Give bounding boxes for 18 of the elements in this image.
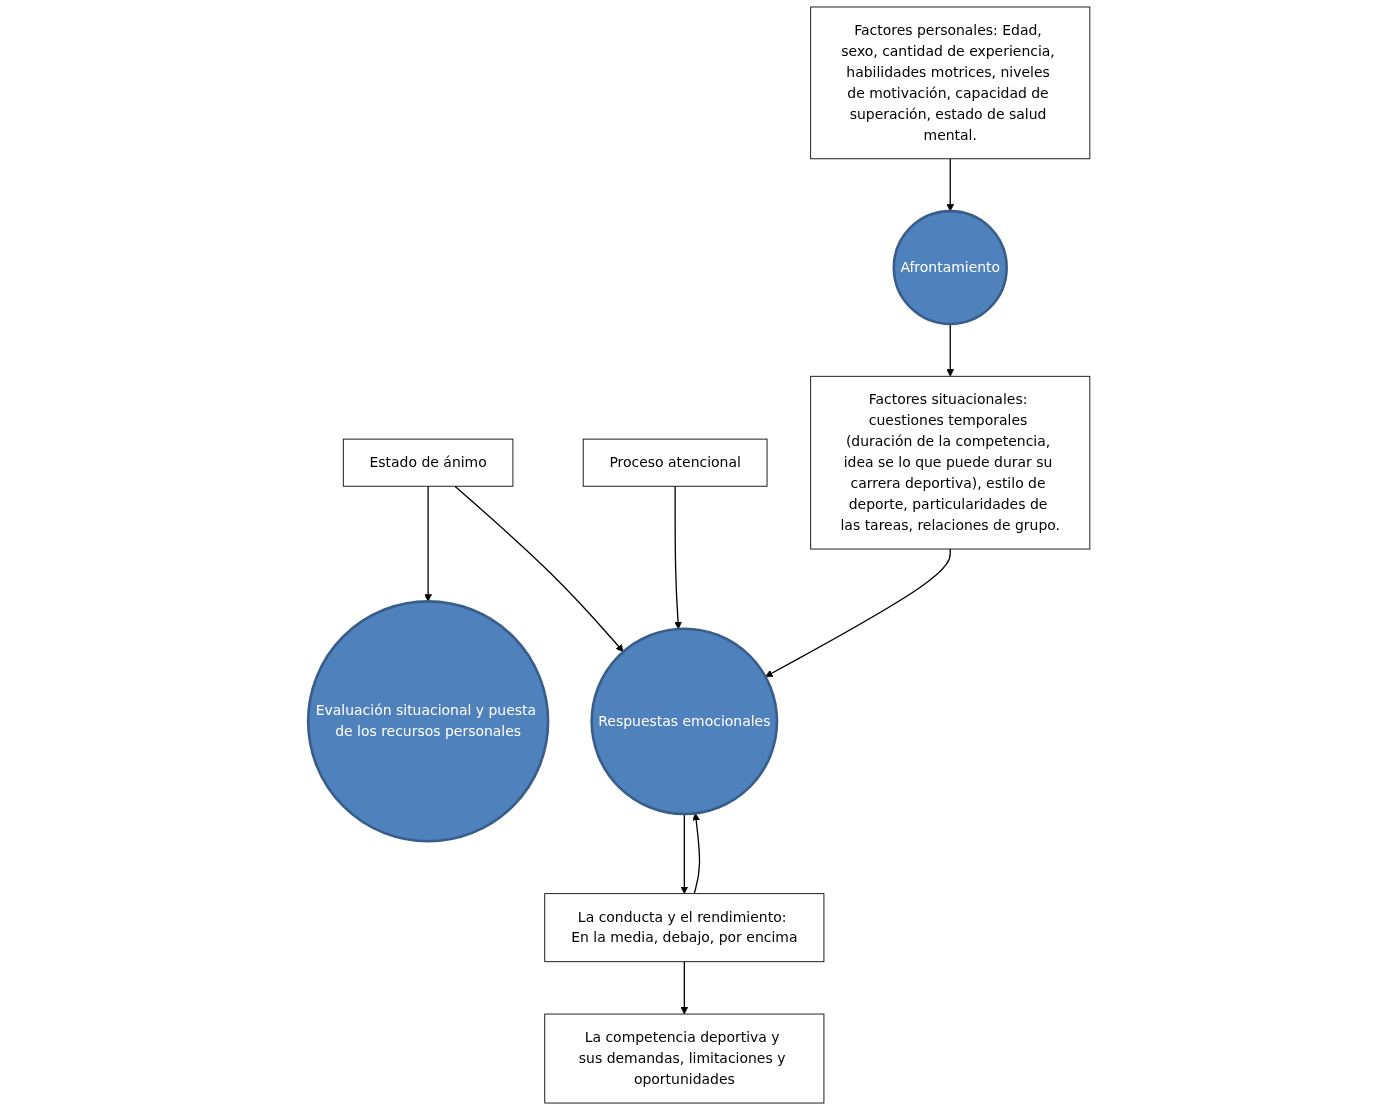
node-box: Factores personales: Edad, sexo, cantidad de experiencia, habilidades motrices, niveles de motivación, capacidad de superación, estado de salud mental. — [810, 6, 1091, 160]
node-box: Estado de ánimo — [342, 438, 514, 487]
arrow — [946, 323, 955, 377]
node-circle: Afrontamiento — [892, 209, 1008, 326]
node-circle: Respuestas emocionales — [590, 627, 779, 816]
arrow — [680, 813, 689, 894]
arrow — [765, 548, 951, 678]
node-box: La competencia deportiva y sus demandas, limitaciones y oportunidades — [544, 1013, 825, 1104]
node-box: La conducta y el rendimiento: En la media, debajo, por encima — [544, 893, 825, 963]
arrow — [454, 485, 624, 653]
arrow — [692, 813, 701, 895]
node-box: Factores situacionales: cuestiones temporales (duración de la competencia, idea se lo que puede durar su carrera deportiva), estilo de deporte, particularidades de las tareas, relaciones de grupo. — [810, 375, 1091, 550]
arrow — [946, 158, 955, 212]
node-box: Proceso atencional — [582, 438, 768, 487]
node-circle: Evaluación situacional y puesta de los recursos personales — [306, 600, 550, 843]
arrow — [680, 961, 689, 1015]
arrow — [674, 485, 682, 630]
arrow — [424, 485, 432, 602]
